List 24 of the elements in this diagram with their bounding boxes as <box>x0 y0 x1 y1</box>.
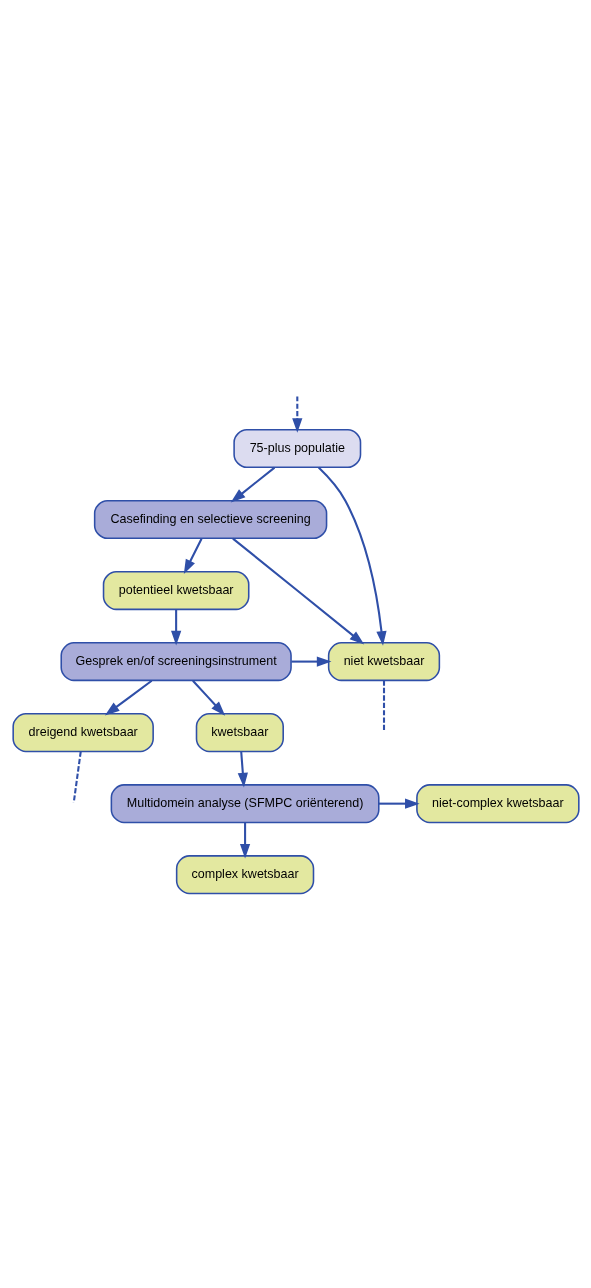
node-box: kwetsbaar <box>195 712 284 752</box>
connector <box>382 680 385 731</box>
node-box: 75-plus populatie <box>232 428 361 468</box>
node-box: niet kwetsbaar <box>327 641 440 681</box>
node-box: potentieel kwetsbaar <box>102 570 249 610</box>
arrow <box>183 537 202 574</box>
arrow <box>237 751 248 788</box>
arrow <box>291 395 302 433</box>
node-box: Gesprek en/of screeningsinstrument <box>59 641 292 681</box>
node-box: niet-complex kwetsbaar <box>415 783 580 823</box>
connector <box>72 751 82 803</box>
node-box: Multidomein analyse (SFMPC oriënterend) <box>110 783 380 823</box>
arrow <box>378 798 420 809</box>
arrow <box>104 679 152 715</box>
arrow <box>170 609 181 645</box>
arrow <box>191 679 225 716</box>
node-box: dreigend kwetsbaar <box>11 712 154 752</box>
arrow <box>239 822 250 859</box>
arrow <box>290 655 331 667</box>
node-box: complex kwetsbaar <box>175 854 314 894</box>
arrow <box>230 466 275 502</box>
node-box: Casefinding en selectieve screening <box>93 499 327 539</box>
arrow <box>231 537 364 645</box>
arrow <box>317 466 387 646</box>
